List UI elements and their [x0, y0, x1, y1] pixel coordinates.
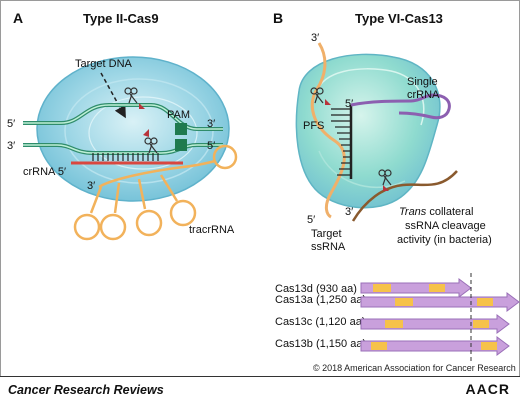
- hepn-domain: [395, 298, 413, 306]
- hepn-domain: [385, 320, 403, 328]
- target-ssrna-label-2: ssRNA: [311, 241, 346, 253]
- trans-italic: Trans: [399, 206, 427, 218]
- variant-label: Cas13b (1,150 aa): [275, 338, 366, 350]
- variant-bar: [360, 278, 472, 298]
- variant-row: Cas13d (930 aa): [275, 278, 472, 298]
- collateral-ssrna: [351, 170, 458, 222]
- hepn-domain: [473, 320, 489, 328]
- hepn-domain: [371, 342, 387, 350]
- footer-bar: Cancer Research Reviews AACR: [0, 376, 520, 404]
- tracrrna-label: tracrRNA: [189, 224, 235, 236]
- figure-canvas: A Type II-Cas9 Target DNA PAM: [7, 10, 520, 373]
- ssrna-5-prime-bottom: 5′: [307, 214, 315, 226]
- single-crrna-label-2: crRNA: [407, 89, 440, 101]
- ssrna-base-pairs: [331, 108, 351, 176]
- variant-label: Cas13a (1,250 aa): [275, 294, 366, 306]
- variant-row: Cas13c (1,120 aa): [275, 314, 510, 334]
- hepn-domain: [373, 284, 391, 292]
- crrna-label: crRNA 5′: [23, 166, 66, 178]
- pam-label: PAM: [167, 109, 190, 121]
- pfs-label: PFS: [303, 120, 324, 132]
- hepn-domain: [429, 284, 445, 292]
- dna-rna-base-pairs: [92, 153, 159, 161]
- dna-end-3-bottom: 3′: [7, 140, 15, 152]
- copyright-text: © 2018 American Association for Cancer R…: [313, 363, 516, 373]
- variant-row: Cas13a (1,250 aa): [275, 292, 520, 312]
- trans-line-3: activity (in bacteria): [397, 234, 492, 246]
- trans-collateral-label: Trans collateral: [399, 206, 473, 218]
- scissors-icon: [378, 169, 392, 191]
- target-ssrna-strand: [310, 42, 346, 219]
- ssrna-3-prime-top: 3′: [311, 32, 319, 44]
- single-crrna-label-1: Single: [407, 76, 438, 88]
- pam-box-bottom: [175, 139, 187, 151]
- cas9-protein: [36, 56, 230, 202]
- variant-bar-list: Cas13d (930 aa) Cas13a (1,250 aa) Cas13c…: [275, 273, 520, 361]
- variant-bar: [360, 292, 520, 312]
- single-crrna-hairpin: [350, 93, 451, 120]
- crrna-3-prime-bottom: 3′: [345, 206, 353, 218]
- dna-end-3-top: 3′: [207, 118, 215, 130]
- panel-b-letter: B: [273, 10, 283, 26]
- scissors-icon: [124, 87, 145, 109]
- variant-label: Cas13c (1,120 aa): [275, 316, 366, 328]
- panel-b-title: Type VI-Cas13: [355, 11, 443, 26]
- cas13-protein: [295, 53, 441, 209]
- aacr-logo: AACR: [465, 381, 510, 397]
- journal-name: Cancer Research Reviews: [8, 383, 164, 397]
- scissors-icon: [310, 87, 331, 105]
- target-dna-label: Target DNA: [75, 58, 133, 70]
- panel-a-title: Type II-Cas9: [83, 11, 159, 26]
- hepn-domain: [477, 298, 493, 306]
- hepn-domain: [481, 342, 497, 350]
- scissors-icon: [143, 129, 158, 154]
- panel-a-letter: A: [13, 10, 23, 26]
- variant-bar: [360, 336, 510, 356]
- crrna-5-prime: 5′: [345, 98, 353, 110]
- pam-box-top: [175, 123, 187, 135]
- rna-3-prime-label: 3′: [87, 180, 95, 192]
- tracrrna-strand: [73, 144, 238, 241]
- dna-end-5-bottom: 5′: [207, 140, 215, 152]
- variant-row: Cas13b (1,150 aa): [275, 336, 510, 356]
- target-ssrna-label-1: Target: [311, 228, 342, 240]
- dna-end-5-top: 5′: [7, 118, 15, 130]
- trans-rest: collateral: [426, 206, 473, 218]
- variant-label: Cas13d (930 aa): [275, 283, 357, 295]
- trans-line-2: ssRNA cleavage: [405, 220, 486, 232]
- variant-bar: [360, 314, 510, 334]
